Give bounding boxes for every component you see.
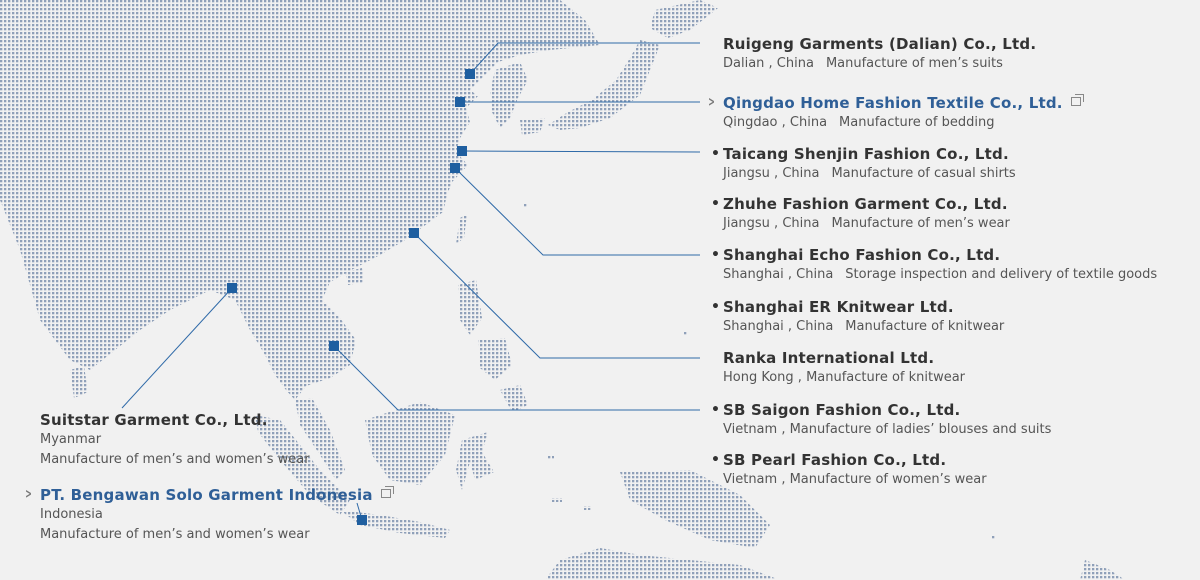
company-name: Shanghai ER Knitwear Ltd. [723, 298, 954, 316]
company-name: SB Saigon Fashion Co., Ltd. [723, 401, 961, 419]
company-name: SB Pearl Fashion Co., Ltd. [723, 451, 947, 469]
marker-myanmar [227, 283, 237, 293]
company-qingdao: > Qingdao Home Fashion Textile Co., Ltd.… [708, 93, 1084, 133]
line-suitstar [121, 287, 233, 409]
company-sb-pearl: • SB Pearl Fashion Co., Ltd. Vietnam , M… [711, 450, 987, 490]
company-location: Vietnam , Manufacture of women’s wear [723, 472, 987, 487]
marker-indonesia [357, 515, 367, 525]
company-sb-saigon: • SB Saigon Fashion Co., Ltd. Vietnam , … [711, 400, 1052, 440]
company-location: Shanghai , China [723, 267, 834, 282]
landmass [0, 0, 1125, 580]
company-location: Myanmar [40, 432, 102, 447]
company-location: Vietnam , Manufacture of ladies’ blouses… [723, 422, 1052, 437]
external-link-icon[interactable] [1070, 94, 1084, 106]
company-taicang: • Taicang Shenjin Fashion Co., Ltd. Jian… [711, 144, 1016, 184]
company-description: Manufacture of men’s and women’s wear [40, 527, 310, 542]
chevron-right-icon: > [708, 95, 715, 110]
marker-dalian [465, 69, 475, 79]
company-description: Manufacture of men’s suits [825, 56, 1003, 71]
company-shanghai-er: • Shanghai ER Knitwear Ltd. Shanghai , C… [711, 297, 1005, 337]
company-link-bengawan[interactable]: > PT. Bengawan Solo Garment Indonesia [25, 485, 394, 505]
company-description: Manufacture of casual shirts [831, 166, 1016, 181]
company-name: Ruigeng Garments (Dalian) Co., Ltd. [723, 35, 1037, 53]
bullet-icon: • [711, 402, 721, 418]
bullet-icon: • [711, 196, 721, 212]
connector-lines [121, 42, 701, 521]
line-shanghai-echo [454, 167, 700, 256]
company-name: Taicang Shenjin Fashion Co., Ltd. [723, 145, 1009, 163]
company-bengawan: > PT. Bengawan Solo Garment Indonesia In… [25, 485, 394, 545]
company-shanghai-echo: • Shanghai Echo Fashion Co., Ltd. Shangh… [711, 245, 1158, 285]
company-name: Suitstar Garment Co., Ltd. [40, 411, 268, 429]
chevron-right-icon: > [25, 487, 32, 502]
company-description: Manufacture of men’s wear [831, 216, 1010, 231]
company-location: Hong Kong , Manufacture of knitwear [723, 370, 966, 385]
marker-vietnam [329, 341, 339, 351]
company-description: Storage inspection and delivery of texti… [845, 267, 1158, 282]
company-name: Zhuhe Fashion Garment Co., Ltd. [723, 195, 1008, 213]
line-sb-saigon [333, 345, 700, 411]
marker-shanghai [450, 163, 460, 173]
company-location: Qingdao , China [723, 115, 828, 130]
bullet-icon: • [711, 247, 721, 263]
company-location: Jiangsu , China [723, 216, 820, 231]
company-location: Jiangsu , China [723, 166, 820, 181]
bullet-icon: • [711, 146, 721, 162]
company-location: Dalian , China [723, 56, 814, 71]
external-link-icon[interactable] [380, 486, 394, 498]
company-name: Ranka International Ltd. [723, 349, 935, 367]
company-location: Indonesia [40, 507, 103, 522]
company-description: Manufacture of bedding [839, 115, 995, 130]
company-zhuhe: • Zhuhe Fashion Garment Co., Ltd. Jiangs… [711, 194, 1010, 234]
marker-jiangsu [457, 146, 467, 156]
line-taicang [461, 150, 701, 153]
company-location: Shanghai , China [723, 319, 834, 334]
company-suitstar: Suitstar Garment Co., Ltd. Myanmar Manuf… [40, 410, 310, 470]
company-ruigeng: Ruigeng Garments (Dalian) Co., Ltd. Dali… [723, 34, 1036, 74]
company-ranka: Ranka International Ltd. Hong Kong , Man… [723, 348, 965, 388]
company-name[interactable]: Qingdao Home Fashion Textile Co., Ltd. [723, 94, 1063, 112]
company-name: Shanghai Echo Fashion Co., Ltd. [723, 246, 1001, 264]
bullet-icon: • [711, 452, 721, 468]
company-description: Manufacture of men’s and women’s wear [40, 452, 310, 467]
line-ruigeng [469, 42, 700, 75]
line-ranka [413, 232, 700, 359]
bullet-icon: • [711, 299, 721, 315]
marker-hong-kong [409, 228, 419, 238]
marker-qingdao [455, 97, 465, 107]
location-markers [227, 69, 475, 525]
company-description: Manufacture of knitwear [845, 319, 1005, 334]
company-name[interactable]: PT. Bengawan Solo Garment Indonesia [40, 486, 373, 504]
company-link-qingdao[interactable]: > Qingdao Home Fashion Textile Co., Ltd. [708, 93, 1084, 113]
